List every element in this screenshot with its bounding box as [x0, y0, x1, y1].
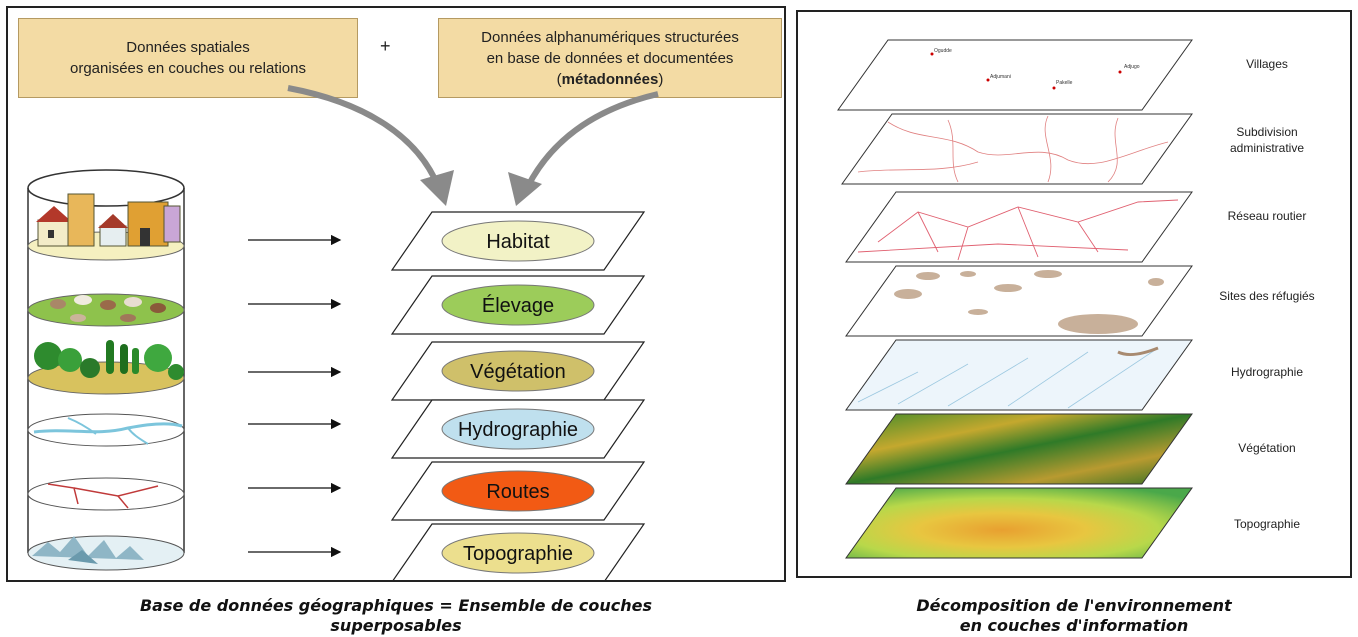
- left-caption-line2: superposables: [330, 616, 462, 635]
- layer-arrows: [248, 234, 342, 558]
- disc-hydrographie: [27, 413, 185, 447]
- alpha-data-line2: en base de données et documentées: [486, 49, 734, 67]
- map-layer-villages: Ogudde Adjumani Pakelle Adjugo: [837, 39, 1193, 111]
- village-label-1: Ogudde: [934, 48, 952, 54]
- plus-sign: +: [380, 36, 391, 56]
- layer-ellipse-vegetation: [441, 350, 595, 392]
- right-label-road-network-text: Réseau routier: [1227, 209, 1307, 223]
- metadata-term: métadonnées: [561, 70, 659, 88]
- alpha-data-line1: Données alphanumériques structurées: [481, 28, 739, 46]
- layer-label-vegetation: Végétation: [470, 361, 566, 383]
- layer-routes: Routes: [390, 461, 646, 521]
- right-label-subdivision: Subdivision administrative: [1202, 124, 1332, 156]
- alpha-data-line3: (métadonnées): [439, 69, 781, 90]
- map-layer-refugee-sites: [845, 265, 1193, 337]
- left-caption: Base de données géographiques = Ensemble…: [6, 596, 786, 636]
- spatial-data-line1: Données spatiales: [126, 39, 250, 56]
- layer-habitat: Habitat: [390, 211, 646, 271]
- disc-vegetation: [27, 340, 185, 395]
- right-label-topography-text: Topographie: [1233, 517, 1301, 531]
- layer-label-routes: Routes: [486, 481, 549, 503]
- layer-vegetation: Végétation: [390, 341, 646, 401]
- spatial-data-box: Données spatiales organisées en couches …: [18, 18, 358, 98]
- right-label-hydrography-text: Hydrographie: [1230, 365, 1304, 379]
- layer-label-elevage: Élevage: [482, 294, 554, 317]
- right-label-road-network: Réseau routier: [1202, 208, 1332, 224]
- alpha-paren-open: (: [556, 70, 562, 88]
- right-diagram-graphics: Ogudde Adjumani Pakelle Adjugo: [837, 39, 1193, 559]
- layer-hydrographie: Hydrographie: [390, 399, 646, 459]
- layer-topographie: Topographie: [392, 523, 646, 580]
- village-label-2: Adjumani: [990, 74, 1011, 80]
- right-label-villages-text: Villages: [1246, 57, 1288, 71]
- right-caption-line2: en couches d'information: [959, 616, 1189, 635]
- spatial-data-line2: organisées en couches ou relations: [70, 60, 306, 77]
- left-diagram-graphics: HabitatÉlevageVégétationHydrographieRout…: [27, 85, 659, 580]
- right-caption-line1: Décomposition de l'environnement: [916, 596, 1232, 615]
- disc-topographie: [27, 535, 185, 571]
- curved-arrow-left: [287, 85, 454, 206]
- layer-elevage: Élevage: [390, 275, 646, 335]
- layer-label-habitat: Habitat: [486, 231, 550, 253]
- left-diagram-panel: Données spatiales organisées en couches …: [6, 6, 786, 582]
- right-label-hydrography: Hydrographie: [1202, 364, 1332, 380]
- layer-stack: HabitatÉlevageVégétationHydrographieRout…: [390, 211, 646, 580]
- disc-habitat: [27, 193, 185, 261]
- curved-arrow-right: [508, 91, 659, 206]
- layer-label-topographie: Topographie: [463, 543, 573, 565]
- alpha-paren-close: ): [658, 70, 664, 88]
- layer-ellipse-topographie: [441, 532, 595, 574]
- layer-ellipse-routes: [441, 470, 595, 512]
- disc-elevage: [27, 293, 185, 327]
- right-caption: Décomposition de l'environnement en couc…: [796, 596, 1352, 636]
- right-diagram-panel: Ogudde Adjumani Pakelle Adjugo: [796, 10, 1352, 578]
- right-label-subdivision-line2: administrative: [1229, 141, 1305, 155]
- map-layer-road-network: [845, 191, 1193, 263]
- right-label-refugee-sites: Sites des réfugiés: [1202, 288, 1332, 304]
- map-layer-subdivision: [841, 113, 1193, 185]
- map-layer-topography: [845, 487, 1193, 559]
- layer-ellipse-habitat: [441, 220, 595, 262]
- map-layer-vegetation: [845, 413, 1193, 485]
- right-label-villages: Villages: [1202, 56, 1332, 72]
- layer-label-hydrographie: Hydrographie: [458, 419, 578, 441]
- village-label-3: Pakelle: [1056, 80, 1073, 86]
- right-label-vegetation: Végétation: [1202, 440, 1332, 456]
- right-label-topography: Topographie: [1202, 516, 1332, 532]
- right-label-vegetation-text: Végétation: [1238, 441, 1296, 455]
- village-label-4: Adjugo: [1124, 64, 1140, 70]
- map-layer-hydrography: [845, 339, 1193, 411]
- layer-ellipse-hydrographie: [441, 408, 595, 450]
- right-label-refugee-sites-text: Sites des réfugiés: [1219, 289, 1315, 303]
- disc-routes: [27, 477, 185, 511]
- right-label-subdivision-line1: Subdivision: [1236, 125, 1298, 139]
- layer-ellipse-elevage: [441, 284, 595, 326]
- left-caption-line1: Base de données géographiques = Ensemble…: [139, 596, 653, 615]
- alphanumeric-data-box: Données alphanumériques structurées en b…: [438, 18, 782, 98]
